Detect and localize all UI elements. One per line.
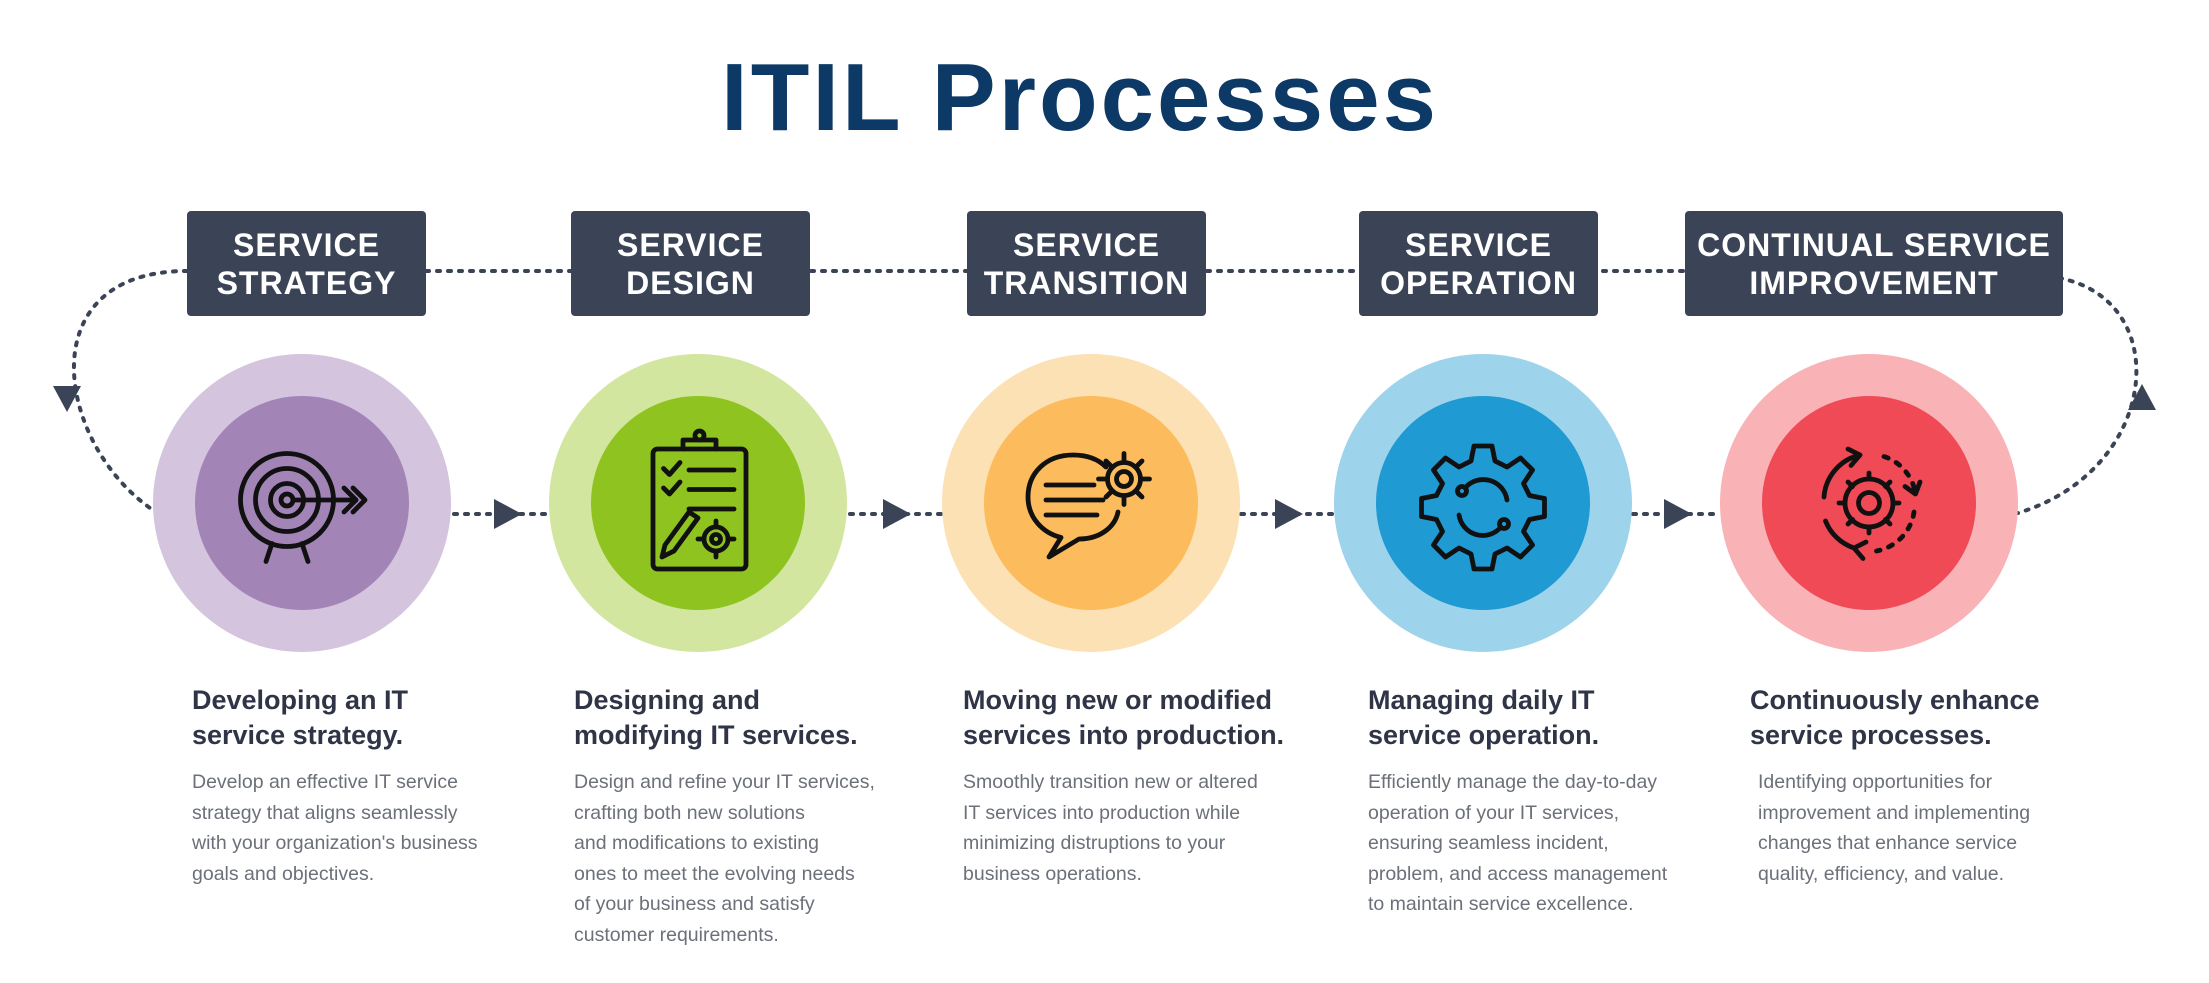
phase-circle-design [549, 354, 847, 652]
phase-description-strategy: Develop an effective IT service strategy… [192, 771, 478, 885]
arrow-right-2 [883, 499, 911, 529]
phase-label-strategy: SERVICE STRATEGY [187, 211, 426, 316]
connector-right-loop [2016, 276, 2139, 515]
phase-circle-improvement [1720, 354, 2018, 652]
phase-label-transition: SERVICE TRANSITION [967, 211, 1206, 316]
phase-heading-design: Designing and modifying IT services. [574, 685, 858, 750]
phase-circle-operation [1334, 354, 1632, 652]
target-arrow-icon [238, 451, 368, 564]
clipboard-checklist-icon [650, 428, 749, 572]
page-title: ITIL Processes [721, 44, 1439, 151]
phase-label-operation: SERVICE OPERATION [1359, 211, 1598, 316]
phase-label-design: SERVICE DESIGN [571, 211, 810, 316]
connector-left-loop [72, 269, 189, 510]
arrow-down-left [53, 386, 81, 412]
arrow-right-1 [494, 499, 522, 529]
phase-label-improvement: CONTINUAL SERVICE IMPROVEMENT [1685, 211, 2063, 316]
gear-refresh-icon [1821, 446, 1923, 561]
phase-description-design: Design and refine your IT services, craf… [574, 771, 875, 946]
arrow-right-4 [1664, 499, 1692, 529]
phase-circle-strategy [153, 354, 451, 652]
arrow-up-right [2128, 384, 2156, 410]
phase-description-operation: Efficiently manage the day-to-day operat… [1368, 771, 1668, 915]
phase-description-transition: Smoothly transition new or altered IT se… [963, 771, 1258, 885]
phase-heading-improvement: Continuously enhance service processes. [1750, 685, 2040, 750]
arrow-right-3 [1275, 499, 1303, 529]
phase-heading-transition: Moving new or modified services into pro… [963, 685, 1285, 750]
chat-gear-icon [1025, 451, 1152, 560]
phase-heading-strategy: Developing an IT service strategy. [192, 685, 409, 750]
phase-circle-transition [942, 354, 1240, 652]
phase-description-improvement: Identifying opportunities for improvemen… [1758, 771, 2031, 885]
gear-cycle-icon [1419, 443, 1547, 572]
phase-heading-operation: Managing daily IT service operation. [1368, 685, 1600, 750]
